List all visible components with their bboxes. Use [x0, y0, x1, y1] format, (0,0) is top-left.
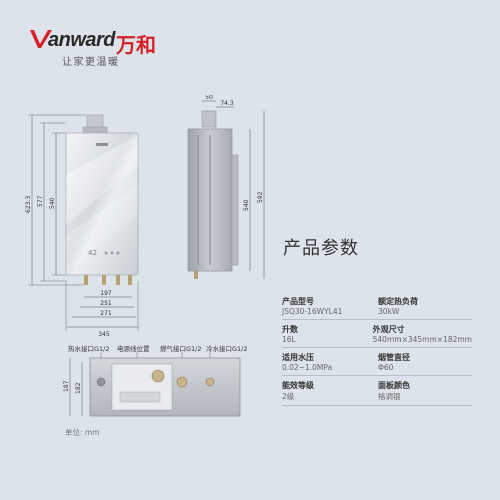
- param-label: 适用水压: [282, 353, 314, 362]
- param-label: 烟管直径: [378, 353, 410, 362]
- param-value: 30kW: [378, 307, 400, 316]
- display-readout: 42: [88, 249, 97, 257]
- dim-side-540: 540: [243, 199, 250, 211]
- dim-251: 251: [100, 300, 112, 307]
- dim-577: 577: [37, 195, 44, 207]
- param-label: 升数: [282, 325, 298, 334]
- bottom-view-drawing: 187 182: [63, 352, 241, 417]
- params-row: 适用水压 0.02~1.0MPa 烟管直径 Φ60: [282, 348, 472, 376]
- param-value: 16L: [282, 335, 296, 344]
- brand-v-icon: [30, 30, 52, 48]
- label-hot-water: 热水接口G1/2: [68, 345, 110, 353]
- dim-side-592: 592: [257, 191, 264, 203]
- dim-345: 345: [98, 331, 110, 338]
- unit-note: 单位: mm: [65, 428, 100, 437]
- dim-623-3: 623.3: [25, 196, 32, 213]
- param-label: 额定热负荷: [378, 297, 418, 306]
- brand-slogan: 让家更温暖: [62, 57, 120, 68]
- dim-50: 50: [205, 95, 213, 101]
- brand-logo-text: anward: [48, 29, 116, 51]
- param-label: 产品型号: [282, 297, 314, 306]
- param-label: 能效等级: [282, 381, 314, 390]
- param-value: 格调银: [378, 392, 401, 401]
- label-cold-water: 冷水接口G1/2: [206, 345, 248, 353]
- dim-74-3: 74.3: [220, 100, 234, 107]
- param-label: 外观尺寸: [372, 325, 405, 334]
- label-power-cord: 电源线位置: [117, 345, 150, 353]
- params-row: 升数 16L 外观尺寸 540mm×345mm×182mm: [282, 320, 472, 348]
- params-title: 产品参数: [283, 238, 359, 259]
- param-label: 面板颜色: [378, 381, 410, 390]
- param-value: 540mm×345mm×182mm: [372, 335, 472, 344]
- dim-182: 182: [75, 382, 82, 394]
- dim-187: 187: [63, 380, 70, 392]
- param-value: 0.02~1.0MPa: [282, 363, 333, 372]
- side-view-drawing: 50 74.3 540 592: [187, 95, 265, 279]
- param-value: 2级: [282, 392, 295, 401]
- dim-271: 271: [100, 310, 112, 317]
- dim-197: 197: [100, 290, 112, 297]
- front-view-drawing: 42 623.3 577 540 197 251 271 345: [25, 114, 139, 338]
- label-gas: 燃气接口G1/2: [160, 345, 202, 353]
- param-value: JSQ30-16WYL41: [282, 307, 343, 316]
- brand-logo-cn: 万和: [116, 33, 156, 57]
- params-row: 能效等级 2级 面板颜色 格调银: [282, 376, 472, 406]
- params-row: 产品型号 JSQ30-16WYL41 额定热负荷 30kW: [282, 292, 472, 320]
- param-value: Φ60: [378, 363, 394, 372]
- params-table: 产品型号 JSQ30-16WYL41 额定热负荷 30kW 升数 16L 外观尺…: [282, 292, 472, 406]
- dim-540: 540: [49, 197, 56, 209]
